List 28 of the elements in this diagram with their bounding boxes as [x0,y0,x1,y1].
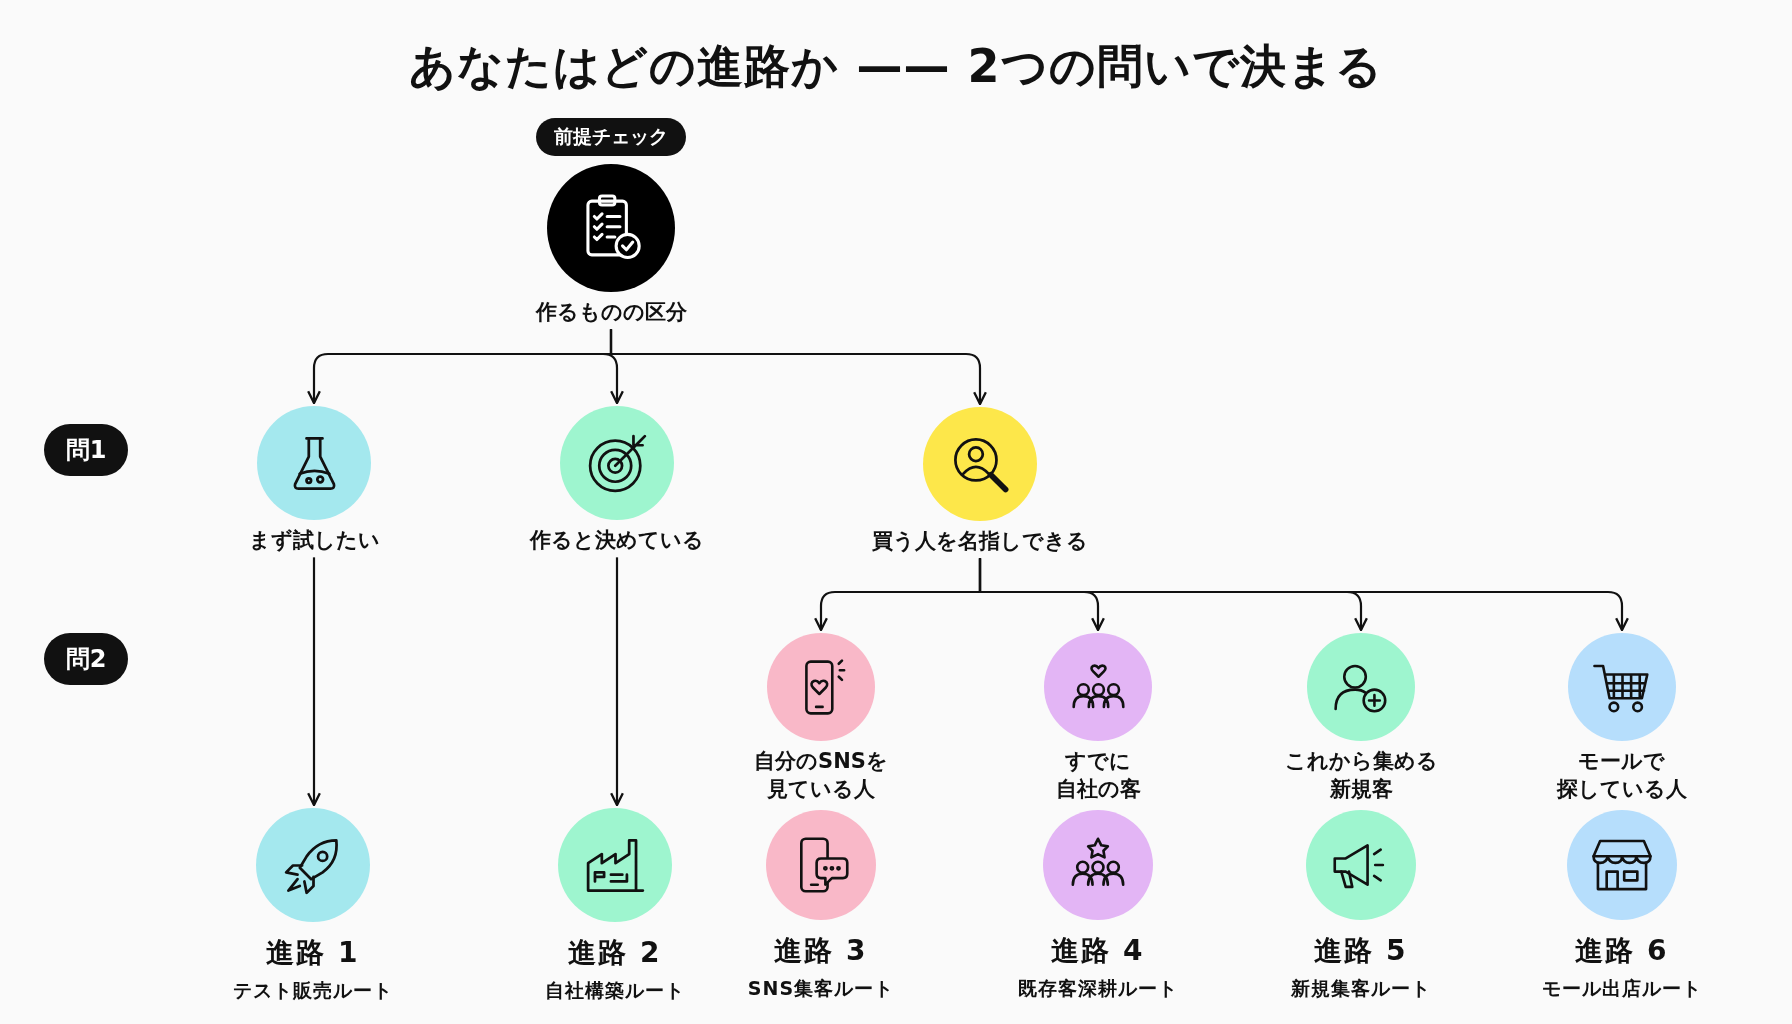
question-tag: 問2 [43,633,129,685]
route-name: 自社構築ルート [545,978,685,1003]
route-number: 進路 1 [266,935,360,971]
route-number: 進路 4 [1051,933,1145,969]
option-label: すでに自社の客 [1054,748,1142,804]
route-number: 進路 3 [774,933,868,969]
route-name: テスト販売ルート [233,978,393,1003]
option-label: これから集める新規客 [1283,748,1439,804]
arrow [978,558,1629,632]
option-label: 作ると決めている [530,527,704,554]
option-label: まず試したい [248,527,380,554]
arrow [307,557,321,807]
route-name: 新規集客ルート [1291,976,1431,1001]
option-label: 自分のSNSを見ている人 [753,748,889,804]
route-number: 進路 5 [1314,933,1408,969]
option-label: 買う人を名指しできる [872,528,1088,555]
route-number: 進路 2 [568,935,662,971]
route-name: SNS集客ルート [747,976,895,1001]
arrow [609,329,987,406]
route-number: 進路 6 [1575,933,1669,969]
tag-label: 前提チェック [536,118,686,156]
route-name: 既存客深耕ルート [1018,976,1178,1001]
diagram-title: あなたはどの進路か —— 2つの問いで決まる [408,38,1384,95]
option-label: モールで探している人 [1555,748,1688,804]
arrow [610,557,624,807]
node-label: 作るものの区分 [535,299,687,326]
question-tag: 問1 [43,424,129,476]
route-name: モール出店ルート [1542,976,1702,1001]
